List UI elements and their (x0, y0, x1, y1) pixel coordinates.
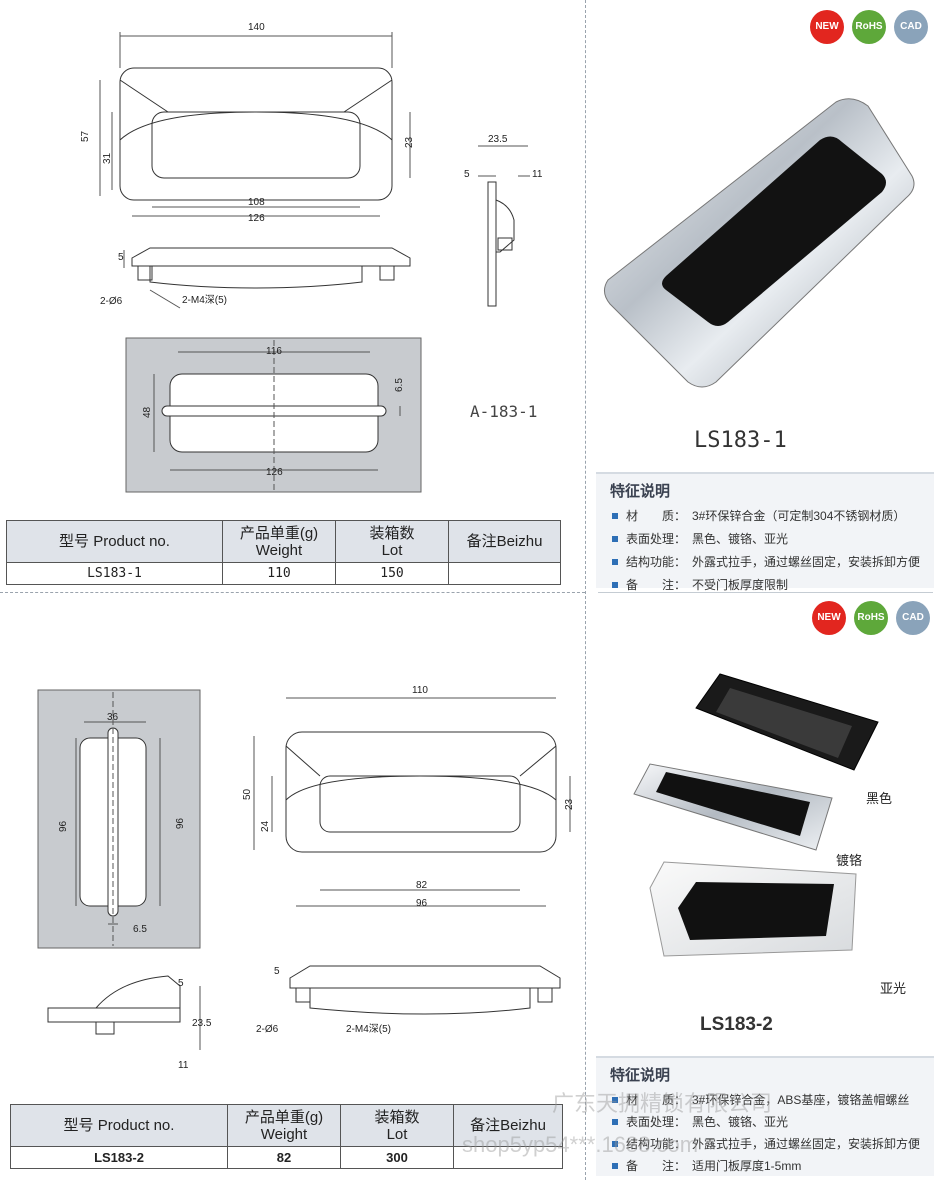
feature-structure: 结构功能：外露式拉手，通过螺丝固定，安装拆卸方便 (612, 1133, 934, 1155)
feature-material: 材 质：3#环保锌合金（可定制304不锈钢材质） (612, 505, 934, 528)
dim-5: 5 (118, 252, 124, 263)
bullet-icon (612, 582, 618, 588)
model-title-ls183-1: LS183-1 (694, 428, 787, 453)
feature-note: 备 注：适用门板厚度1-5mm (612, 1155, 934, 1177)
label-chrome: 镀铬 (836, 853, 863, 868)
handle-recess-front (151, 111, 361, 179)
feature-surface: 表面处理：黑色、镀铬、亚光 (612, 528, 934, 551)
dim-cut-96-right: 96 (173, 818, 184, 830)
dim-side-5: 5 (178, 978, 184, 989)
rohs-badge: RoHS (854, 601, 888, 635)
bottom-technical-drawing: 36 96 96 6.5 110 50 24 23 82 96 5 2-Ø6 2… (37, 685, 575, 1071)
bullet-icon (612, 1119, 618, 1125)
bullet-icon (612, 559, 618, 565)
col-model-header: 型号 Product no. (6, 520, 223, 563)
dim-thread: 2-M4深(5) (182, 294, 227, 306)
col-note-header: 备注Beizhu (453, 1104, 563, 1147)
dim-side-width: 23.5 (488, 134, 508, 145)
horizontal-divider (0, 592, 585, 593)
dim-side-23-5: 23.5 (192, 1018, 212, 1029)
dim-cut-48: 48 (142, 406, 153, 418)
features-title: 特征说明 (610, 1067, 671, 1084)
col-weight-header: 产品单重(g)Weight (227, 1104, 341, 1147)
dim-cut-96-left: 96 (58, 820, 69, 832)
features-panel-top: 特征说明 材 质：3#环保锌合金（可定制304不锈钢材质） 表面处理：黑色、镀铬… (596, 472, 934, 592)
cad-badge: CAD (896, 601, 930, 635)
dim-side-b: 11 (532, 169, 543, 180)
handle-outline-front (119, 67, 393, 201)
feature-note: 备 注：不受门板厚度限制 (612, 574, 934, 597)
bullet-icon (612, 1097, 618, 1103)
product-photo-ls183-2 (633, 673, 879, 957)
cell-note (453, 1146, 563, 1169)
rohs-badge: RoHS (852, 10, 886, 44)
dim-side-a: 5 (464, 169, 470, 180)
feature-surface: 表面处理：黑色、镀铬、亚光 (612, 1111, 934, 1133)
col-model-header: 型号 Product no. (10, 1104, 228, 1147)
drawing-code: A-183-1 (470, 402, 537, 421)
watermark-line-2: shop5yp54***.1688.com (462, 1132, 699, 1157)
dim-hole-dia-b: 2-Ø6 (256, 1024, 279, 1035)
features-title: 特征说明 (610, 483, 671, 500)
dim-cut-36: 36 (107, 712, 119, 723)
new-badge: NEW (812, 601, 846, 635)
top-technical-drawing: 140 57 31 23 108 126 5 2-Ø6 2-M4深(5) 23.… (80, 22, 543, 493)
dim-126: 126 (248, 213, 265, 224)
vertical-divider (585, 0, 586, 1180)
label-black: 黑色 (866, 791, 893, 806)
dim-57: 57 (80, 130, 91, 142)
feature-material: 材 质：3#环保锌合金，ABS基座，镀铬盖帽螺丝 (612, 1089, 934, 1111)
right-horizontal-divider (598, 592, 933, 593)
model-title-ls183-2: LS183-2 (700, 1014, 773, 1035)
bullet-icon (612, 513, 618, 519)
dim-140: 140 (248, 22, 265, 33)
cell-lot: 300 (340, 1146, 454, 1169)
dim-82: 82 (416, 880, 428, 891)
bullet-icon (612, 1163, 618, 1169)
cell-note (448, 562, 561, 585)
feature-structure: 结构功能：外露式拉手，通过螺丝固定，安装拆卸方便 (612, 551, 934, 574)
cell-model: LS183-2 (10, 1146, 228, 1169)
dim-cut-126: 126 (266, 467, 283, 478)
dim-23: 23 (404, 136, 415, 148)
bullet-icon (612, 536, 618, 542)
dim-thread-b: 2-M4深(5) (346, 1023, 391, 1035)
cell-lot: 150 (335, 562, 449, 585)
dim-110: 110 (412, 685, 428, 696)
col-weight-header: 产品单重(g)Weight (222, 520, 336, 563)
product-photo-ls183-1 (604, 98, 915, 388)
cell-weight: 110 (222, 562, 336, 585)
col-note-header: 备注Beizhu (448, 520, 561, 563)
dim-cut-6-5: 6.5 (394, 378, 405, 392)
dim-hole-dia: 2-Ø6 (100, 296, 123, 307)
dim-5b: 5 (274, 966, 280, 977)
dim-108: 108 (248, 197, 265, 208)
dim-cut-116: 116 (266, 346, 282, 357)
watermark-line-1: 广东天拥精锁有限公司 (552, 1091, 773, 1116)
dim-50: 50 (242, 788, 253, 800)
label-matte: 亚光 (880, 981, 907, 996)
cell-model: LS183-1 (6, 562, 223, 585)
cad-badge: CAD (894, 10, 928, 44)
cell-weight: 82 (227, 1146, 341, 1169)
dim-23b: 23 (564, 798, 575, 810)
features-panel-bottom: 特征说明 材 质：3#环保锌合金，ABS基座，镀铬盖帽螺丝 表面处理：黑色、镀铬… (596, 1056, 934, 1176)
dim-cut-6-5: 6.5 (133, 924, 147, 935)
bullet-icon (612, 1141, 618, 1147)
dim-31: 31 (102, 152, 113, 164)
dim-24: 24 (260, 820, 271, 832)
new-badge: NEW (810, 10, 844, 44)
dim-side-11: 11 (178, 1060, 189, 1071)
dim-96: 96 (416, 898, 428, 909)
